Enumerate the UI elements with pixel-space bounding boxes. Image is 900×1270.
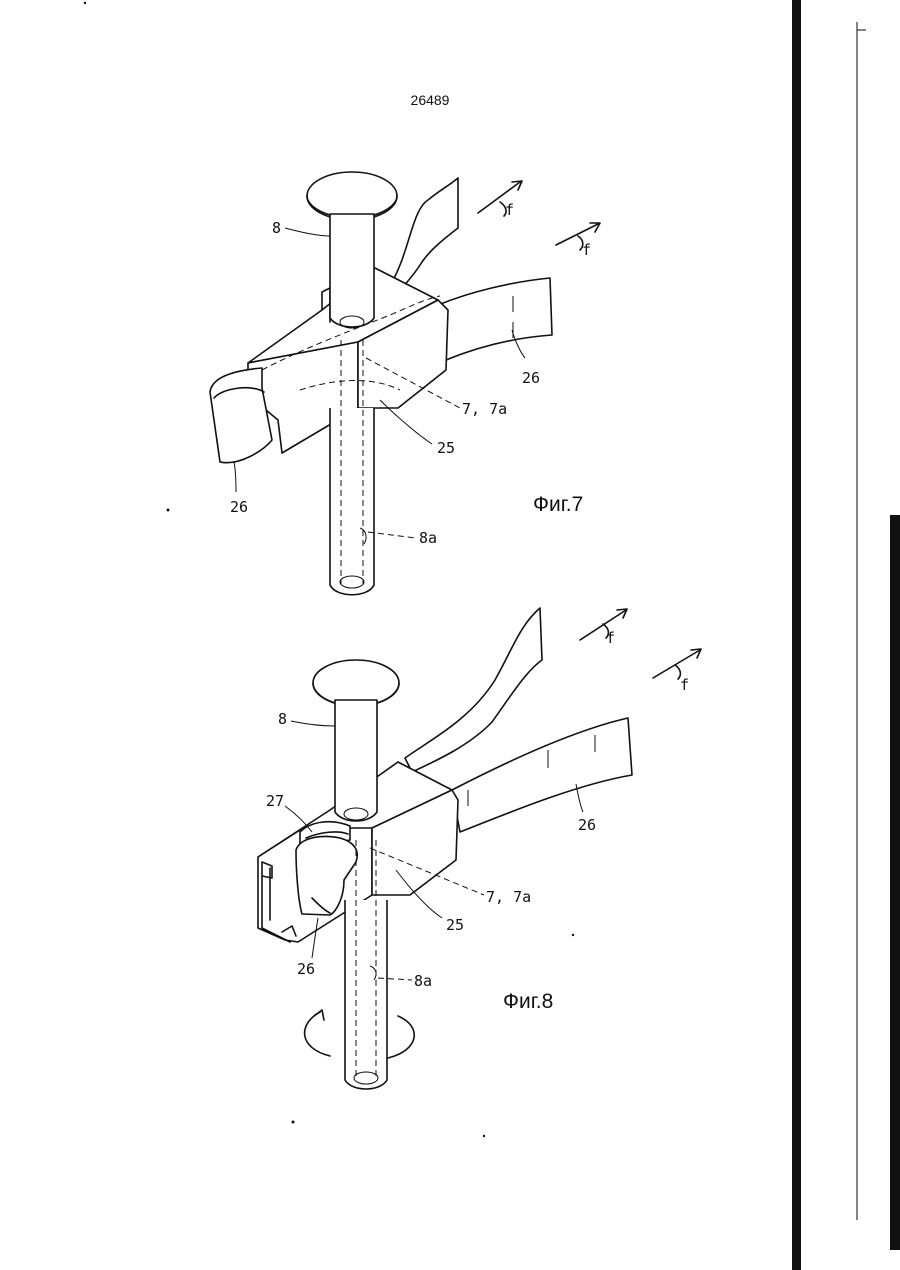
figure-7-caption: Фиг.7	[533, 493, 583, 517]
figure-8-drawing: 8 8a 25 26 26 7, 7a 27 f f	[258, 608, 701, 1089]
fig8-label-housing: 25	[446, 916, 464, 934]
figure-8-caption: Фиг.8	[503, 990, 553, 1014]
fig7-label-pin-bore: 8a	[419, 529, 437, 547]
fig8-label-pin-bore: 8a	[414, 972, 432, 990]
fig7-label-arrow-lower: f	[582, 241, 591, 259]
binding-edge	[792, 0, 900, 1270]
fig8-label-pin: 8	[278, 710, 287, 728]
fig8-label-stop: 7, 7a	[486, 888, 531, 906]
fig7-label-arrow-upper: f	[505, 201, 514, 219]
fig8-label-arrow-upper: f	[606, 629, 615, 647]
scan-specks	[84, 2, 574, 1137]
fig8-label-strap-left: 26	[297, 960, 315, 978]
figure-7-drawing: 8 8a 25 26 26 7, 7a f f	[210, 172, 600, 595]
fig7-label-pin: 8	[272, 219, 281, 237]
fig7-label-housing: 25	[437, 439, 455, 457]
fig7-label-strap-right: 26	[522, 369, 540, 387]
fig8-label-insert: 27	[266, 792, 284, 810]
fig7-label-strap-left: 26	[230, 498, 248, 516]
fig8-label-arrow-lower: f	[680, 676, 689, 694]
fig7-label-stop: 7, 7a	[462, 400, 507, 418]
fig8-label-strap-right: 26	[578, 816, 596, 834]
